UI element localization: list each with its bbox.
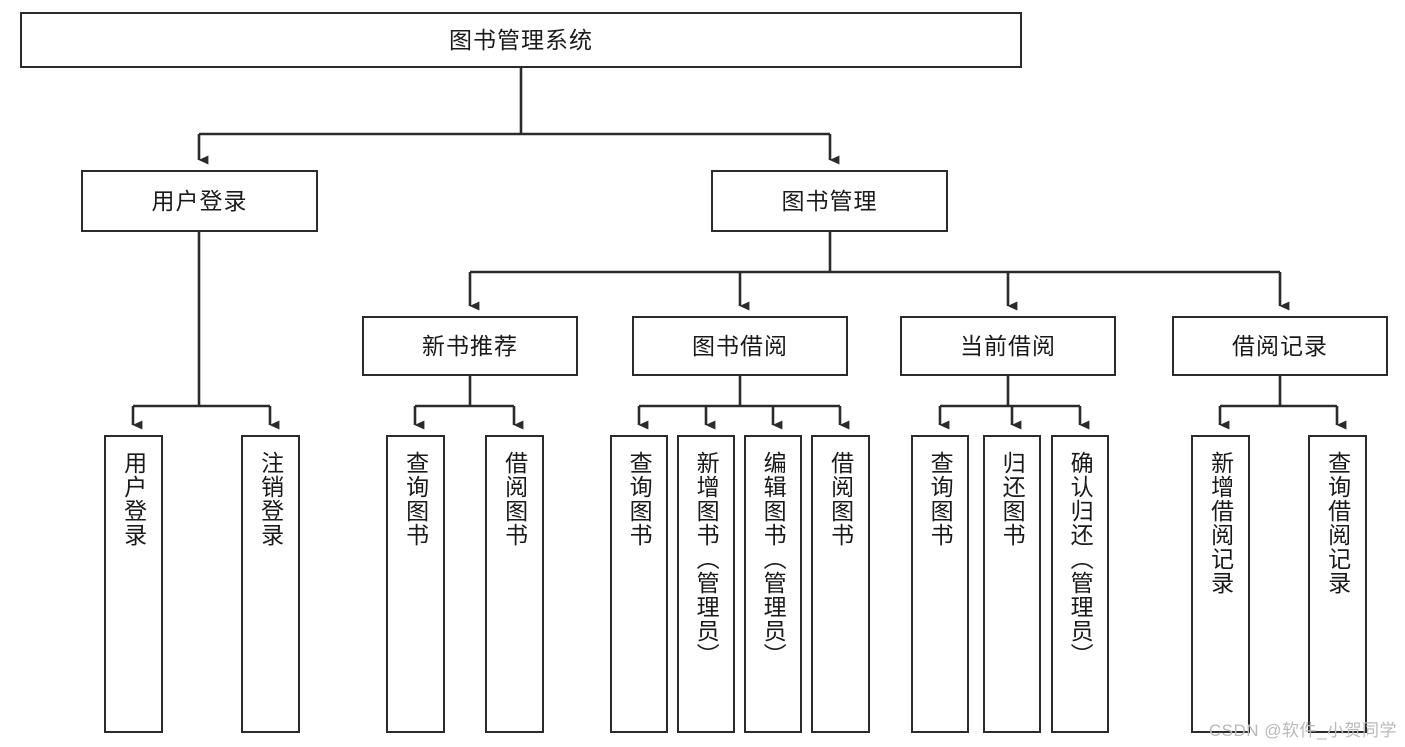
leaf-node-label: 确认归还（管理员） [1067,451,1094,667]
leaf-node[interactable]: 新增借阅记录 [1191,435,1250,733]
node-book-management[interactable]: 图书管理 [711,170,948,232]
node-borrow-record[interactable]: 借阅记录 [1172,316,1388,376]
leaf-node-label: 新增图书（管理员） [693,451,720,667]
leaf-node[interactable]: 新增图书（管理员） [677,435,735,733]
leaf-node-label: 查询图书 [402,451,429,547]
node-current-borrow-label: 当前借阅 [960,332,1056,359]
leaf-node-label: 借阅图书 [827,451,854,547]
leaf-node-label: 用户登录 [120,451,147,547]
leaf-node[interactable]: 编辑图书（管理员） [744,435,802,733]
node-current-borrow[interactable]: 当前借阅 [900,316,1116,376]
node-root-label: 图书管理系统 [449,26,593,53]
leaf-node[interactable]: 查询借阅记录 [1308,435,1367,733]
node-book-management-label: 图书管理 [781,187,878,214]
leaf-node[interactable]: 归还图书 [983,435,1041,733]
node-user-login-label: 用户登录 [151,187,248,214]
leaf-node[interactable]: 注销登录 [241,435,300,733]
leaf-node-label: 查询图书 [927,451,954,547]
node-root[interactable]: 图书管理系统 [20,12,1022,68]
leaf-node-label: 编辑图书（管理员） [760,451,787,667]
node-borrow-record-label: 借阅记录 [1232,332,1328,359]
node-user-login[interactable]: 用户登录 [81,170,318,232]
leaf-node[interactable]: 查询图书 [386,435,445,733]
node-new-book-recommend[interactable]: 新书推荐 [362,316,578,376]
node-book-borrow[interactable]: 图书借阅 [632,316,848,376]
leaf-node-label: 新增借阅记录 [1207,451,1234,595]
leaf-node[interactable]: 查询图书 [610,435,668,733]
leaf-node[interactable]: 用户登录 [104,435,163,733]
leaf-node[interactable]: 确认归还（管理员） [1051,435,1109,733]
leaf-node[interactable]: 查询图书 [911,435,969,733]
leaf-node-label: 归还图书 [999,451,1026,547]
node-new-book-recommend-label: 新书推荐 [422,332,518,359]
leaf-node[interactable]: 借阅图书 [811,435,870,733]
node-book-borrow-label: 图书借阅 [692,332,788,359]
leaf-node-label: 查询图书 [626,451,653,547]
leaf-node-label: 查询借阅记录 [1324,451,1351,595]
leaf-node-label: 借阅图书 [501,451,528,547]
leaf-node[interactable]: 借阅图书 [485,435,544,733]
leaf-node-label: 注销登录 [257,451,284,547]
